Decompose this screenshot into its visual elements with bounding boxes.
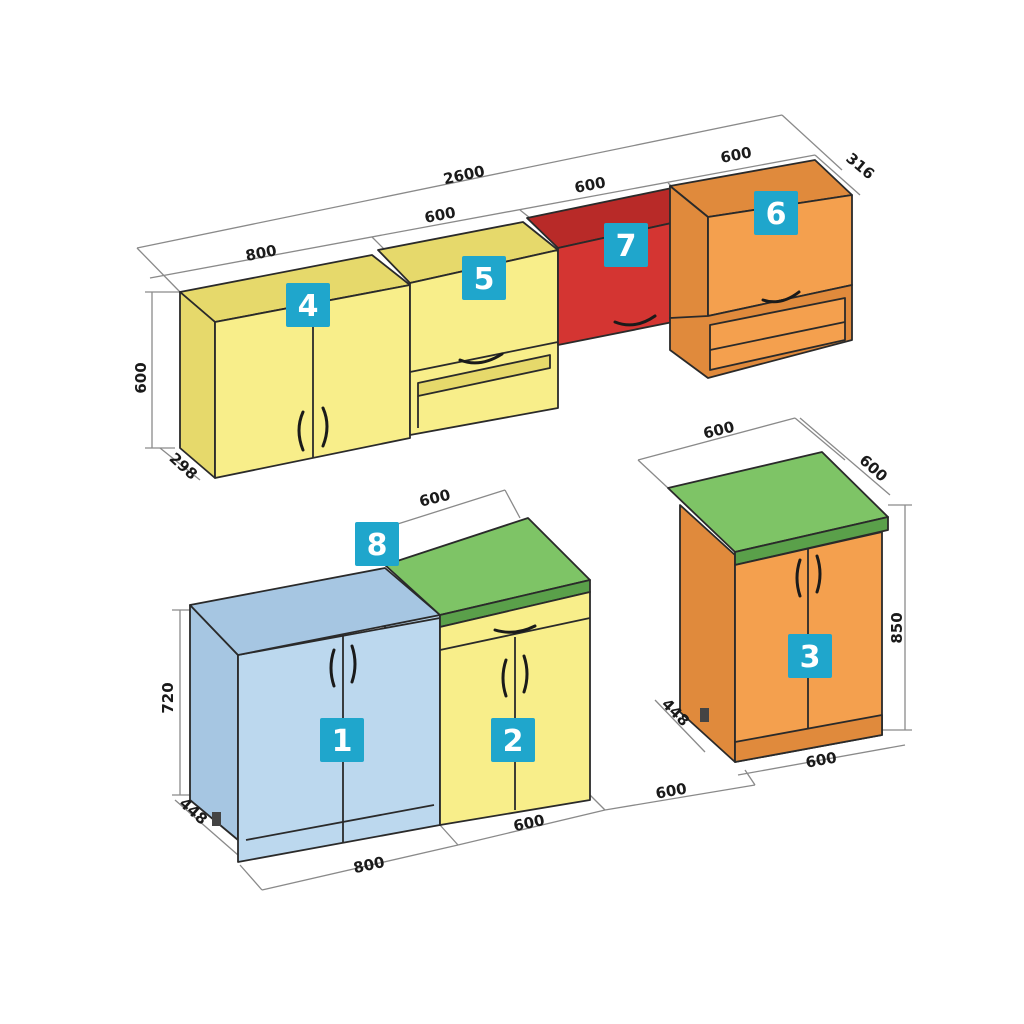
cabinet-7-handle (613, 314, 657, 327)
badge-3-label: 3 (800, 640, 821, 675)
cabinet-3-leg (700, 708, 709, 722)
badge-4: 4 (286, 283, 330, 327)
base-cabinet-3 (667, 451, 889, 763)
dim-upper-5-width: 600 (423, 203, 457, 227)
cabinet-3-plinth (734, 714, 883, 763)
badge-8-label: 8 (367, 528, 388, 563)
cabinet-2-drawer-handle (493, 624, 537, 634)
upper-cabinet-5 (377, 221, 559, 436)
badges: 4 5 7 6 8 1 2 3 (286, 191, 832, 762)
cabinet-3-countertop-edge (734, 516, 889, 566)
dim-base-3-top-depth: 600 (856, 451, 891, 485)
dim-base-2-top-width: 600 (417, 486, 452, 511)
cabinet-4-side (179, 291, 216, 479)
badge-8: 8 (355, 522, 399, 566)
cabinet-5-handle (458, 352, 504, 365)
cabinet-3-handle-right (815, 554, 822, 594)
cabinet-1-handle-left (329, 648, 336, 688)
dim-base-2-width: 600 (512, 811, 546, 835)
badge-1-label: 1 (332, 724, 353, 759)
cabinet-5-shelf (417, 354, 551, 397)
badge-1: 1 (320, 718, 364, 762)
badge-4-label: 4 (298, 289, 319, 324)
cabinet-6-handle (761, 290, 801, 304)
badge-5-label: 5 (474, 262, 495, 297)
badge-5: 5 (462, 256, 506, 300)
cabinet-4-handle-left (297, 410, 305, 452)
badge-7: 7 (604, 223, 648, 267)
dim-base-1-width: 800 (352, 853, 386, 877)
dim-base-1-height: 720 (159, 682, 177, 713)
cabinet-2-handle-right (522, 654, 529, 694)
badge-3: 3 (788, 634, 832, 678)
dim-upper-depth: 316 (842, 149, 878, 183)
dim-base-3-height: 850 (888, 612, 906, 643)
cabinet-2-handle-left (501, 658, 508, 698)
dim-base-3-width: 600 (804, 748, 838, 771)
cabinet-4-handle-right (321, 406, 329, 448)
dim-upper-height: 600 (132, 362, 150, 393)
badge-6: 6 (754, 191, 798, 235)
dim-upper-total-width: 2600 (442, 162, 487, 188)
dim-upper-6-width: 600 (719, 143, 753, 167)
badge-7-label: 7 (616, 229, 637, 264)
dim-gap-width: 600 (654, 779, 688, 802)
cabinet-1-handle-right (350, 644, 357, 684)
badge-6-label: 6 (766, 197, 787, 232)
badge-2: 2 (491, 718, 535, 762)
dimension-lines (136, 114, 912, 891)
upper-cabinet-6 (669, 159, 853, 379)
dim-base-3-top-width: 600 (701, 418, 736, 443)
upper-cabinet-4 (179, 254, 411, 479)
cabinet-3-handle-left (795, 558, 802, 598)
cabinet-6-shelf-inner (709, 297, 846, 371)
badge-2-label: 2 (503, 724, 524, 759)
cabinet-1-leg (212, 812, 221, 826)
base-cabinet-1 (189, 567, 441, 863)
dim-upper-7-width: 600 (573, 173, 607, 197)
dim-upper-4-width: 800 (244, 241, 278, 265)
base-cabinet-2 (384, 517, 591, 826)
